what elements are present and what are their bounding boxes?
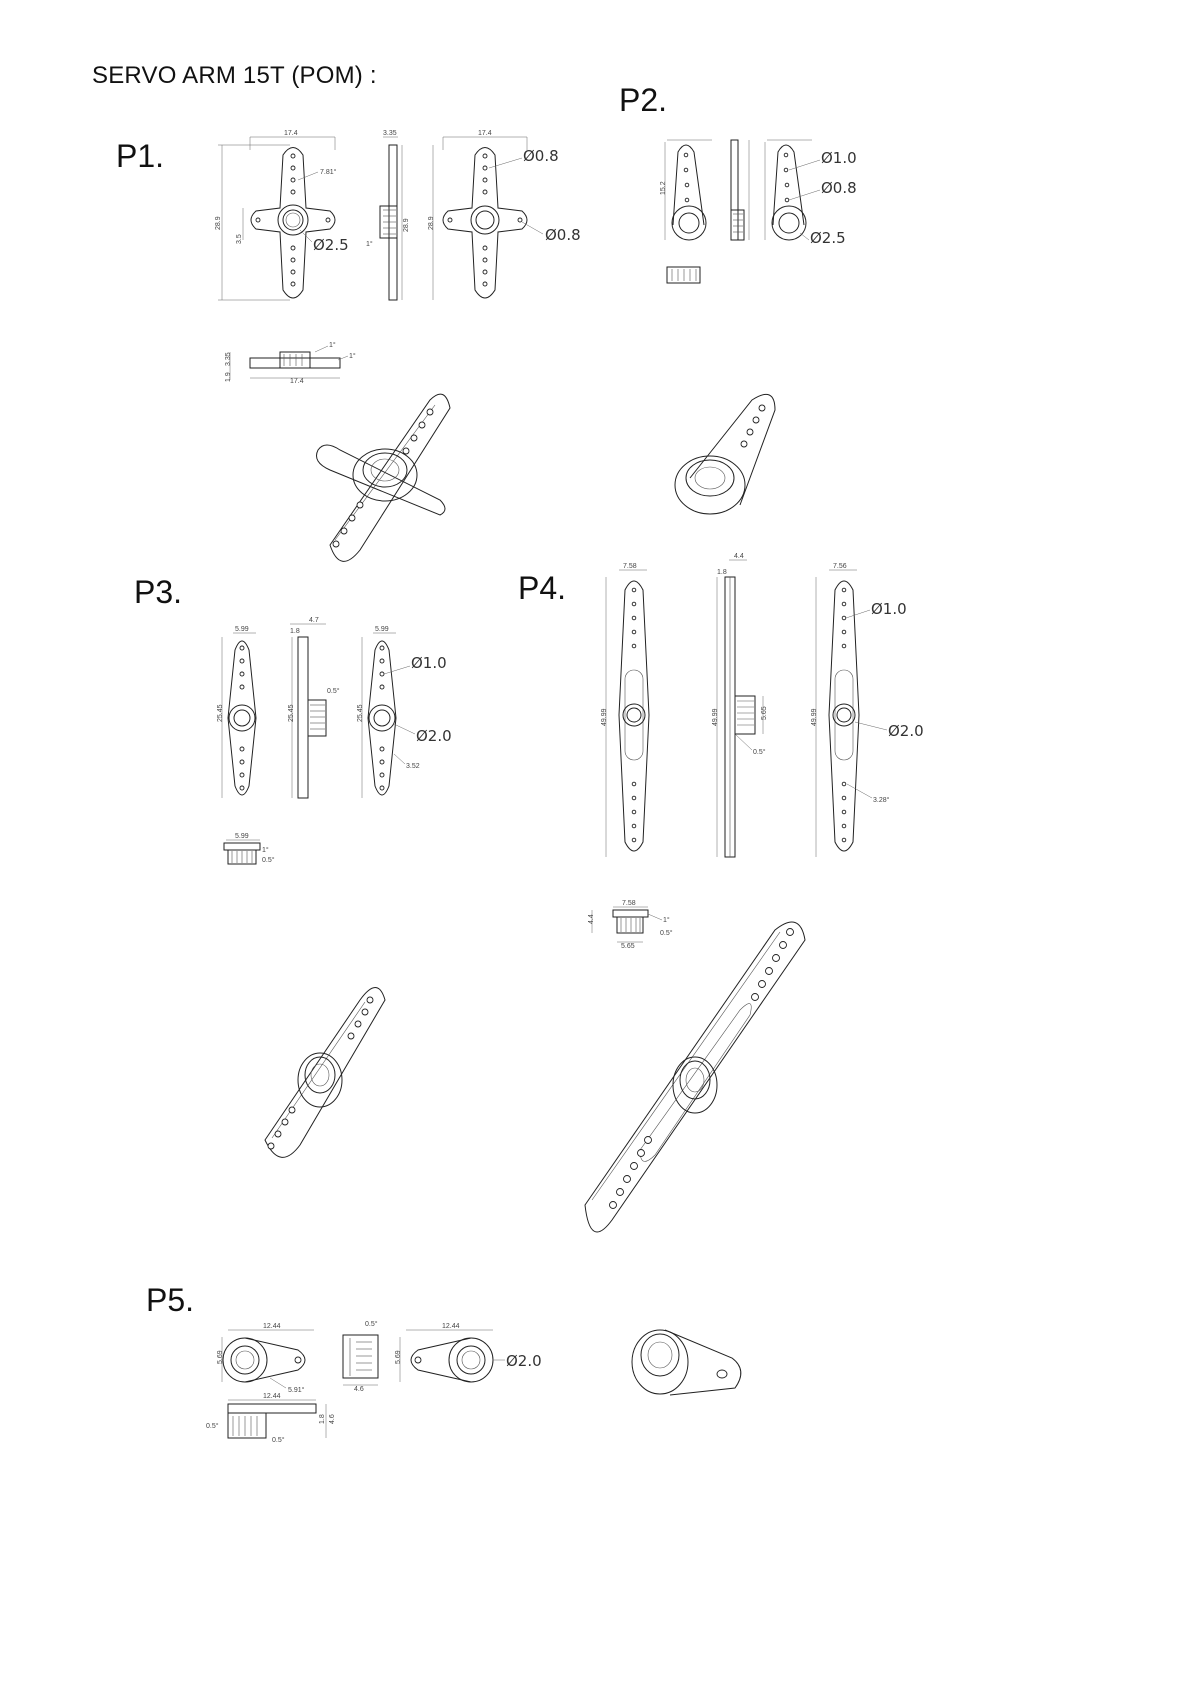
p5-bottom-view: 12.44 1.8 4.6 0.5° 0.5° [206,1393,336,1444]
p3-callout-hub: Ø2.0 [416,727,452,745]
p1-callout-hole-top: Ø0.8 [523,147,559,165]
p5-length-dim: 12.44 [263,1323,281,1330]
p4-isometric-view [584,921,806,1233]
svg-text:4.6: 4.6 [329,1414,336,1424]
part-label-p3: P3. [134,574,183,610]
p3-width-dim: 5.99 [235,626,249,633]
p2-height-dim: 15.2 [660,181,667,195]
p4-width2-dim: 7.56 [833,563,847,570]
svg-text:25.45: 25.45 [288,704,295,722]
svg-text:0.5°: 0.5° [206,1422,219,1430]
svg-text:28.9: 28.9 [403,218,410,232]
p2-isometric-view [674,393,776,515]
p1-front-view: 17.4 28.9 3.5 7.81° Ø2.5 [215,130,349,301]
svg-text:5.69: 5.69 [395,1350,402,1364]
p1-thick-dim: 3.35 [383,130,397,137]
p2-callout-hub: Ø2.5 [810,229,846,247]
svg-text:25.45: 25.45 [357,704,364,722]
p1-width-dim: 17.4 [284,130,298,137]
p5-angle-dim: 5.91° [288,1386,305,1394]
p1-angle-dim: 7.81° [320,168,337,176]
p5-isometric-view [631,1329,742,1396]
p3-angle-dim: 0.5° [327,687,340,695]
p3-front-view: 5.99 25.45 [217,626,257,798]
part-label-p2: P2. [619,82,668,118]
svg-text:5.65: 5.65 [621,943,635,950]
part-label-p4: P4. [518,570,567,606]
svg-text:1°: 1° [329,341,336,349]
p3-top-view: 5.99 25.45 Ø1.0 Ø2.0 3.52 [357,626,452,798]
p5-side-view: 0.5° 4.6 [342,1320,379,1393]
svg-text:4.4: 4.4 [588,914,595,924]
svg-text:5.99: 5.99 [375,626,389,633]
p2-top-view: Ø1.0 Ø0.8 Ø2.5 [764,139,857,247]
p2-bottom-view [666,266,701,284]
p5-top-view: 12.44 5.69 Ø2.0 [395,1323,542,1383]
p4-top-view: 7.56 49.99 Ø1.0 Ø2.0 3.28° [811,563,924,857]
p4-angle-dim: 0.5° [753,748,766,756]
p2-front-view: 15.2 [660,139,712,241]
p4-taper-dim: 3.28° [873,796,890,804]
p1-callout-hole-side: Ø0.8 [545,226,581,244]
p4-side-view: 4.4 1.8 5.65 0.5° 49.99 [712,553,768,858]
p4-bottom-view: 7.58 4.4 5.65 1° 0.5° [588,900,673,950]
p3-thick-dim: 4.7 [309,617,319,624]
p3-side-view: 4.7 1.8 0.5° 25.45 [288,617,340,799]
p3-isometric-view [264,987,386,1158]
p4-callout-hub: Ø2.0 [888,722,924,740]
svg-text:17.4: 17.4 [478,130,492,137]
p1-height-dim: 28.9 [215,216,222,230]
part-label-p1: P1. [116,138,165,174]
p4-hub-dim: 5.65 [761,706,768,720]
p5-front-view: 12.44 5.69 5.91° [217,1323,314,1394]
p5-height-dim: 5.69 [217,1350,224,1364]
p3-taper-dim: 3.52 [406,763,420,770]
svg-text:3.35: 3.35 [225,352,232,366]
svg-text:1°: 1° [349,352,356,360]
p1-d1-dim: 1.9 [225,372,232,382]
svg-text:12.44: 12.44 [442,1323,460,1330]
p3-bottom-view: 5.99 1° 0.5° [223,833,275,865]
p2-callout-hole-1: Ø1.0 [821,149,857,167]
p1-top-view: 17.4 28.9 Ø0.8 Ø0.8 [428,130,581,300]
p4-height-dim: 49.99 [601,708,608,726]
part-label-p5: P5. [146,1282,195,1318]
svg-text:28.9: 28.9 [428,216,435,230]
p5-callout-hub: Ø2.0 [506,1352,542,1370]
svg-text:0.5°: 0.5° [272,1436,285,1444]
p1-isometric-view [316,393,451,562]
svg-text:1°: 1° [262,846,269,854]
p3-t2-dim: 1.8 [290,628,300,635]
p1-arm-dim: 3.5 [236,234,243,244]
p1-callout-hub: Ø2.5 [313,236,349,254]
p3-height-dim: 25.45 [217,704,224,722]
p5-t2-dim: 1.8 [319,1414,326,1424]
svg-text:7.58: 7.58 [622,900,636,907]
p4-t2-dim: 1.8 [717,569,727,576]
svg-text:49.99: 49.99 [811,708,818,726]
svg-text:17.4: 17.4 [290,378,304,385]
p5-chamfer-dim: 0.5° [365,1320,378,1328]
p5-thick-dim: 4.6 [354,1386,364,1393]
p1-tilt-dim: 1° [366,240,373,248]
p4-callout-hole: Ø1.0 [871,600,907,618]
p3-callout-hole: Ø1.0 [411,654,447,672]
p1-side-view: 3.35 28.9 1° [366,130,410,301]
p2-side-view [730,139,750,241]
p2-callout-hole-2: Ø0.8 [821,179,857,197]
p1-bottom-view: 3.35 1.9 17.4 1° 1° [225,341,356,385]
page-title: SERVO ARM 15T (POM) : [92,62,377,89]
svg-text:49.99: 49.99 [712,708,719,726]
p4-thick-dim: 4.4 [734,553,744,560]
p1-holes [255,153,331,287]
svg-text:5.99: 5.99 [235,833,249,840]
svg-text:0.5°: 0.5° [262,856,275,864]
svg-text:12.44: 12.44 [263,1393,281,1400]
p4-front-view: 7.58 49.99 [601,563,650,857]
svg-text:0.5°: 0.5° [660,929,673,937]
p4-tilt-dim: 1° [663,916,670,924]
p4-width-dim: 7.58 [623,563,637,570]
